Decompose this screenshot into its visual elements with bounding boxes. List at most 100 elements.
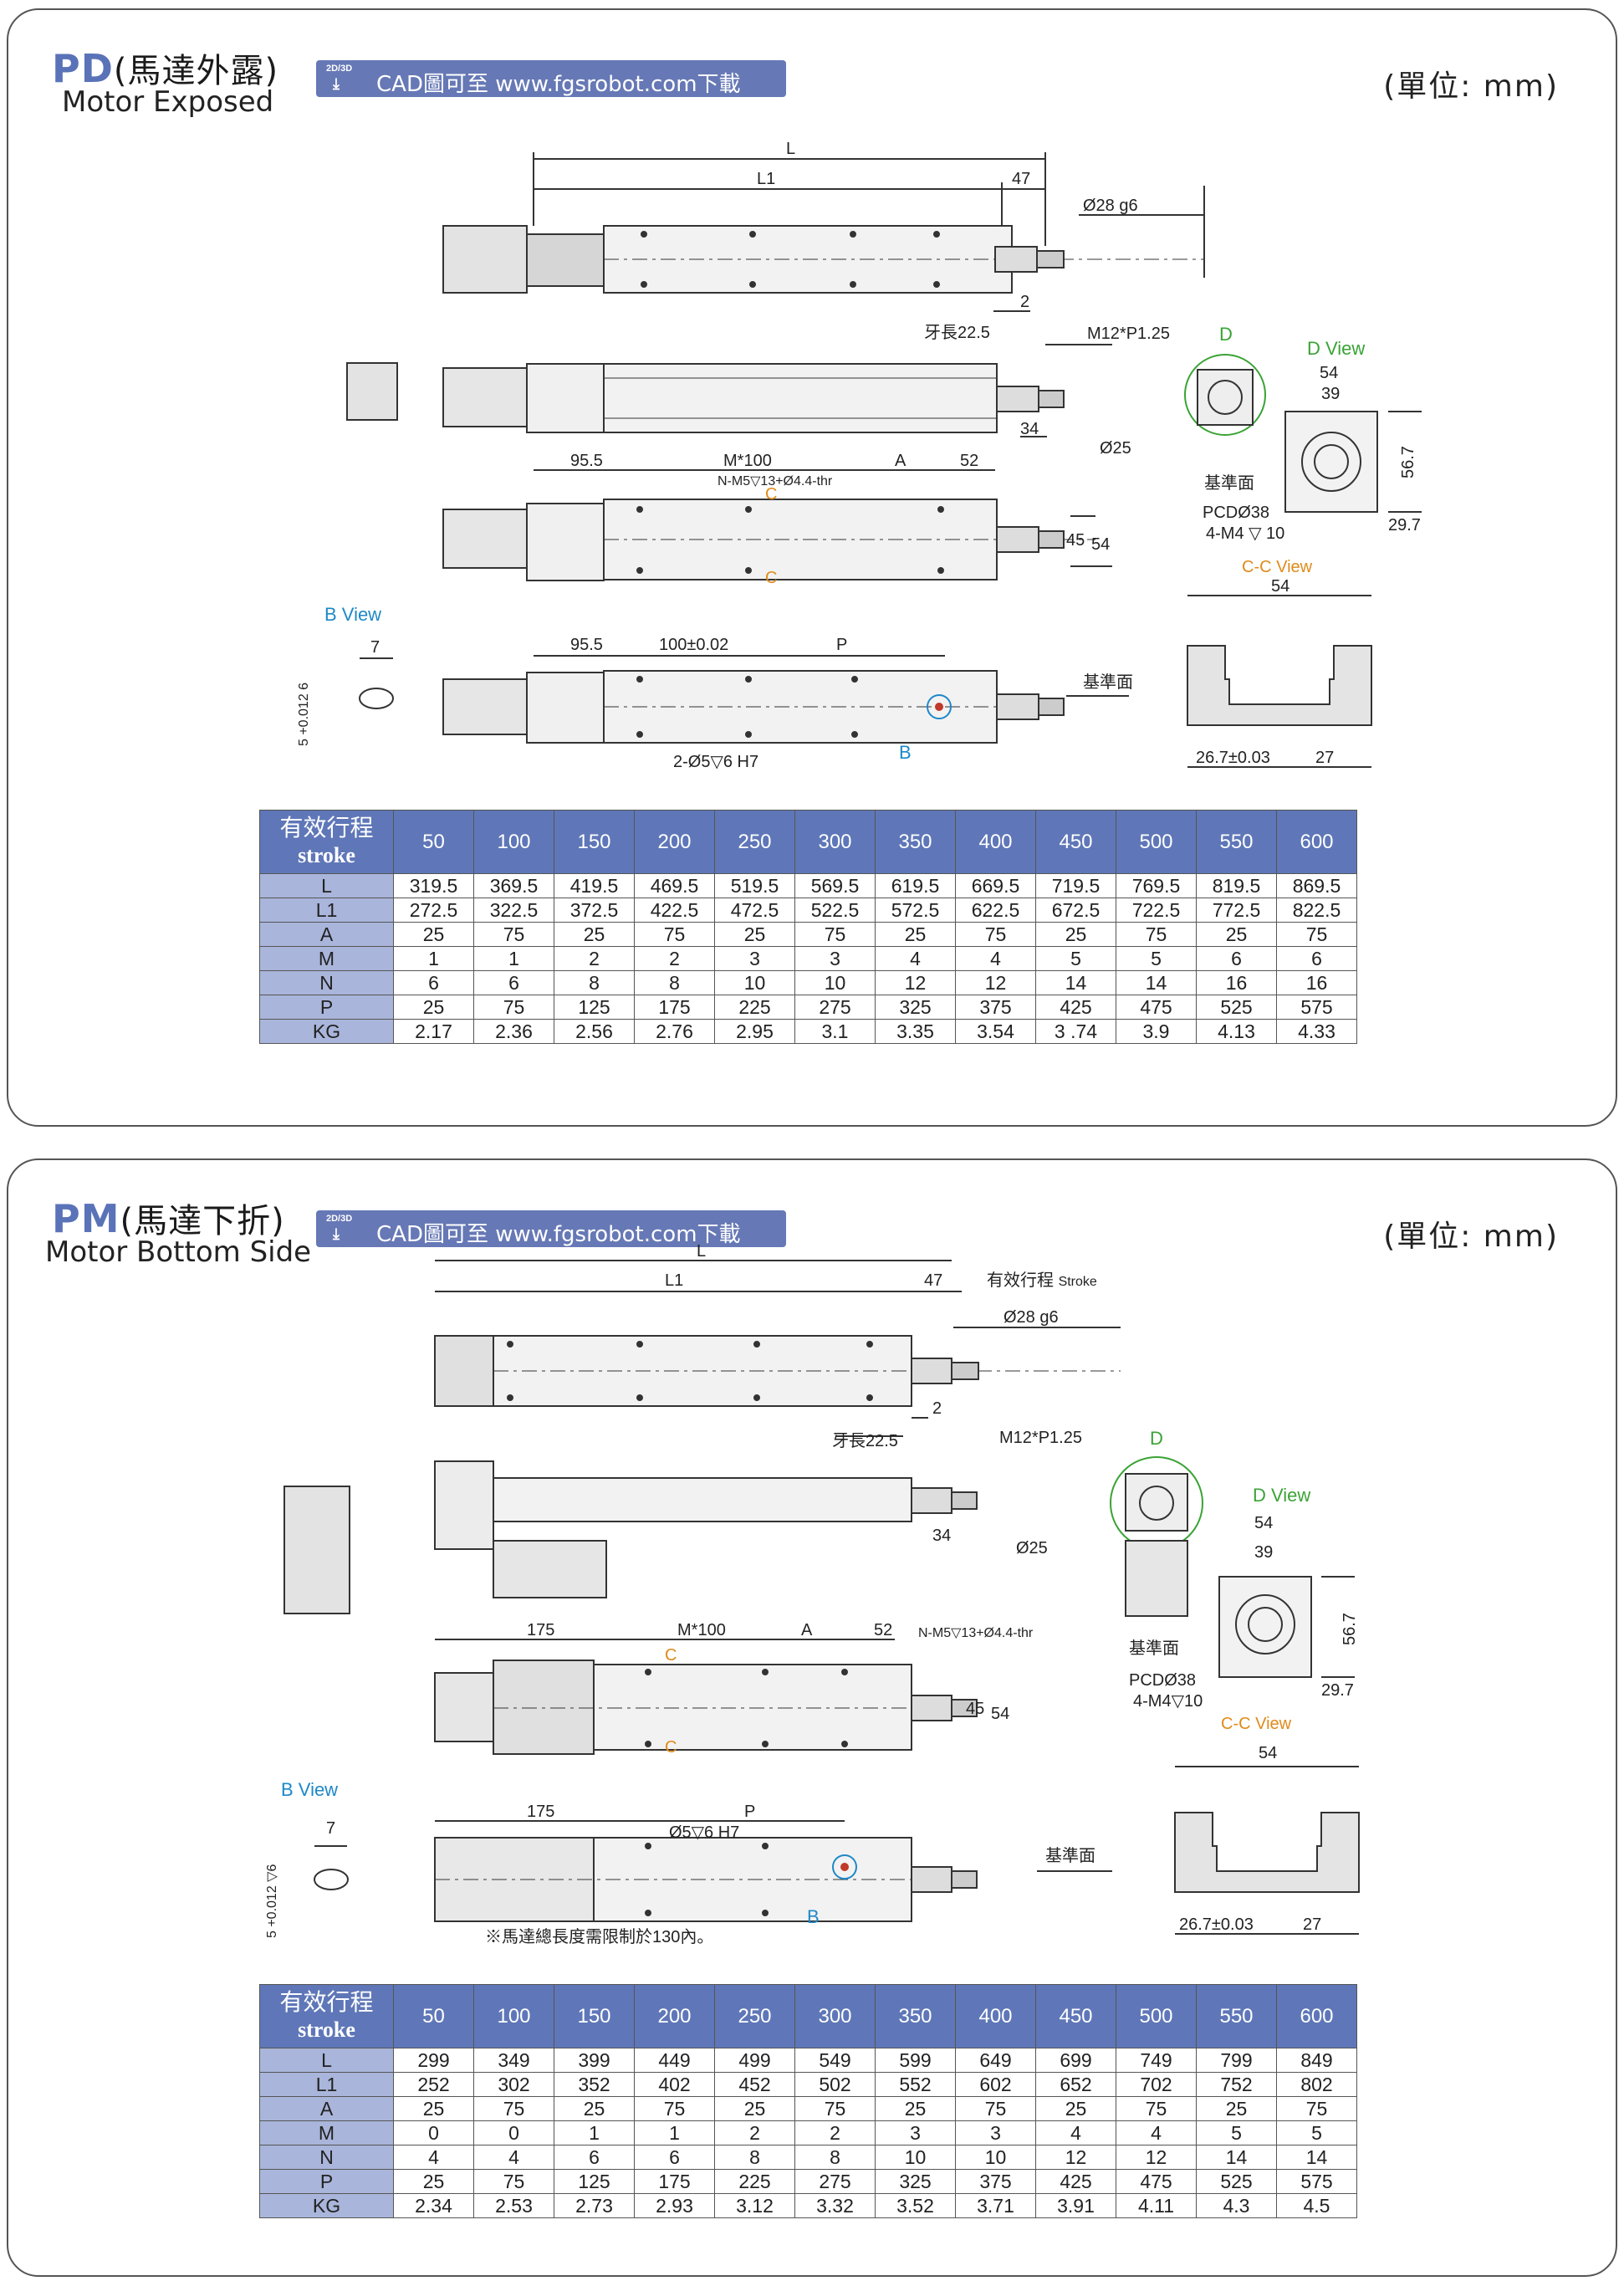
table-cell: 4 (1035, 2120, 1116, 2145)
table-cell: 769.5 (1116, 873, 1197, 898)
pd-stroke-cell: 600 (1276, 810, 1357, 874)
pm-dim-P: P (744, 1803, 755, 1821)
table-cell: 75 (1116, 2096, 1197, 2121)
pm-dim-29-7: 29.7 (1321, 1681, 1354, 1700)
pm-section-c-top: C (665, 1646, 677, 1665)
pd-model-name-en: Motor Exposed (62, 85, 274, 119)
pd-dim-d-54: 54 (1320, 364, 1338, 382)
table-cell: 522.5 (794, 898, 876, 923)
pm-dim-cc-54: 54 (1259, 1744, 1277, 1762)
row-label: P (259, 995, 394, 1020)
pd-stroke-cell: 250 (714, 810, 795, 874)
table-cell: 6 (393, 970, 474, 995)
pm-dim-2: 2 (932, 1399, 942, 1418)
pm-dim-thread: M12*P1.25 (999, 1429, 1082, 1447)
table-cell: 702 (1116, 2072, 1197, 2097)
pm-cad-download-link[interactable]: 2D/3D ⤓ CAD圖可至 www.fgsrobot.com下載 (316, 1210, 786, 1247)
pm-section-c-bottom: C (665, 1738, 677, 1757)
table-cell: 3 .74 (1035, 1019, 1116, 1044)
table-cell: 799 (1196, 2048, 1277, 2073)
pd-drawing: L L1 47 Ø28 g6 2 牙長22.5 M12*P1.25 34 Ø25… (297, 140, 1422, 771)
table-cell: 75 (473, 2096, 554, 2121)
table-cell: 3.35 (875, 1019, 956, 1044)
table-cell: 2.76 (634, 1019, 715, 1044)
table-cell: 75 (1276, 2096, 1357, 2121)
table-cell: 175 (634, 2169, 715, 2194)
table-cell: 502 (794, 2072, 876, 2097)
table-cell: 3.54 (955, 1019, 1036, 1044)
table-cell: 6 (1196, 946, 1277, 971)
pd-dim-29-7: 29.7 (1388, 516, 1421, 534)
table-cell: 25 (1035, 2096, 1116, 2121)
pd-dim-54: 54 (1091, 535, 1110, 554)
table-cell: 75 (1116, 922, 1197, 947)
table-cell: 75 (955, 2096, 1036, 2121)
pm-stroke-cell: 100 (473, 1984, 554, 2048)
table-cell: 6 (1276, 946, 1357, 971)
table-cell: 3 (955, 2120, 1036, 2145)
table-cell: 302 (473, 2072, 554, 2097)
table-cell: 12 (1116, 2145, 1197, 2170)
table-cell: 3.32 (794, 2193, 876, 2218)
pd-dim-47: 47 (1012, 170, 1030, 188)
table-cell: 749 (1116, 2048, 1197, 2073)
row-label: N (259, 970, 394, 995)
table-cell: 4 (393, 2145, 474, 2170)
pm-stroke-cell: 350 (875, 1984, 956, 2048)
pm-dim-d-54: 54 (1254, 1514, 1273, 1532)
pd-motor-body (526, 233, 605, 287)
table-cell: 772.5 (1196, 898, 1277, 923)
table-cell: 14 (1196, 2145, 1277, 2170)
pm-dim-175-b: 175 (527, 1803, 554, 1821)
table-cell: 125 (554, 995, 635, 1020)
table-cell: 4 (473, 2145, 554, 2170)
table-cell: 4.33 (1276, 1019, 1357, 1044)
table-cell: 6 (634, 2145, 715, 2170)
table-cell: 5 (1196, 2120, 1277, 2145)
pm-drawing: L L1 47 有效行程 Stroke Ø28 g6 2 牙長22.5 M12*… (265, 1242, 1360, 1946)
pd-stroke-cell: 100 (473, 810, 554, 874)
table-cell: 402 (634, 2072, 715, 2097)
pm-model-name-en: Motor Bottom Side (45, 1235, 312, 1269)
pd-dim-nm5: N-M5▽13+Ø4.4-thr (718, 474, 833, 488)
table-cell: 3.9 (1116, 1019, 1197, 1044)
table-cell: 75 (794, 2096, 876, 2121)
table-cell: 552 (875, 2072, 956, 2097)
table-cell: 4.13 (1196, 1019, 1277, 1044)
table-cell: 319.5 (393, 873, 474, 898)
table-cell: 3.52 (875, 2193, 956, 2218)
pd-dim-L1: L1 (757, 170, 775, 188)
pm-dim-7: 7 (326, 1819, 335, 1838)
table-cell: 3 (794, 946, 876, 971)
pm-model-name-cn: (馬達下折) (120, 1202, 285, 1240)
pm-model-code: PM(馬達下折) (52, 1196, 285, 1241)
pm-unit-label: (單位: mm) (1383, 1220, 1559, 1254)
table-cell: 1 (554, 2120, 635, 2145)
table-cell: 619.5 (875, 873, 956, 898)
table-cell: 4 (1116, 2120, 1197, 2145)
pm-dim-27: 27 (1303, 1915, 1321, 1934)
pm-d-view-title: D View (1253, 1485, 1310, 1506)
table-cell: 25 (875, 922, 956, 947)
table-cell: 252 (393, 2072, 474, 2097)
pd-dim-A: A (895, 452, 906, 470)
table-cell: 425 (1035, 995, 1116, 1020)
table-cell: 2 (634, 946, 715, 971)
pd-model-code: PD(馬達外露) (52, 46, 279, 91)
table-cell: 25 (714, 922, 795, 947)
table-cell: 325 (875, 995, 956, 1020)
pm-stroke-cell: 500 (1116, 1984, 1197, 2048)
pm-stroke-cell: 550 (1196, 1984, 1277, 2048)
table-cell: 299 (393, 2048, 474, 2073)
pd-cad-download-link[interactable]: 2D/3D ⤓ CAD圖可至 www.fgsrobot.com下載 (316, 60, 786, 97)
table-cell: 2.36 (473, 1019, 554, 1044)
table-cell: 802 (1276, 2072, 1357, 2097)
pd-dim-thread-len: 牙長22.5 (924, 324, 990, 342)
